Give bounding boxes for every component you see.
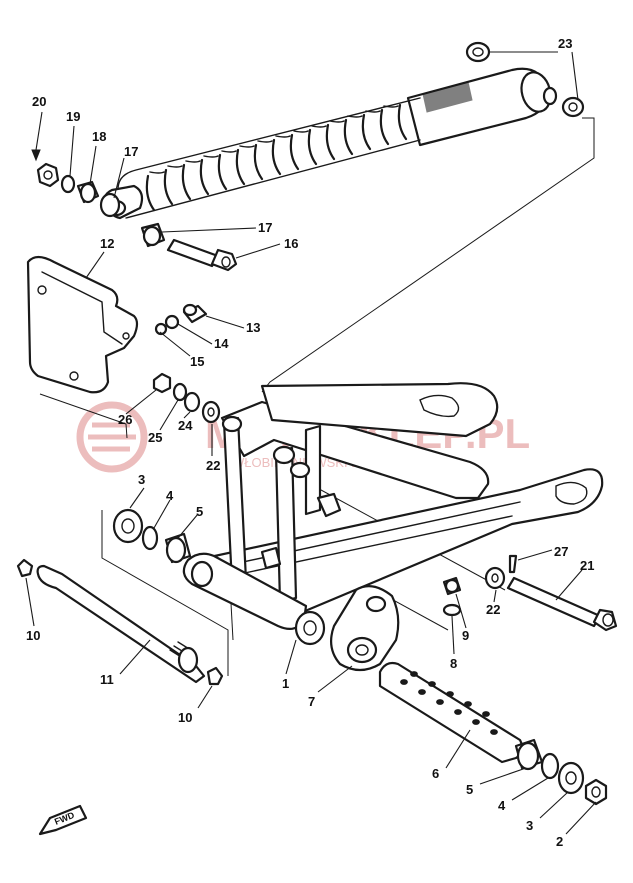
callout-7: 7 — [308, 694, 315, 709]
washer-4-right — [540, 752, 560, 780]
bushing-5-left — [164, 532, 192, 564]
callout-20: 20 — [32, 94, 46, 109]
washer-14 — [164, 314, 180, 330]
upper-washer — [542, 86, 558, 106]
washer-19 — [60, 174, 76, 194]
bolt-16 — [166, 238, 238, 272]
collar-24 — [183, 391, 201, 413]
callout-21: 21 — [580, 558, 594, 573]
callout-16: 16 — [284, 236, 298, 251]
callout-24: 24 — [178, 418, 193, 433]
callout-27: 27 — [554, 544, 568, 559]
nut-20 — [36, 162, 60, 188]
bushing-17-upper — [99, 192, 121, 218]
callout-15: 15 — [190, 354, 204, 369]
callout-1: 1 — [282, 676, 289, 691]
callout-13: 13 — [246, 320, 260, 335]
callout-10-left: 10 — [26, 628, 40, 643]
collar-tube-6 — [378, 661, 524, 764]
callout-26: 26 — [118, 412, 132, 427]
callout-3-right: 3 — [526, 818, 533, 833]
callout-19: 19 — [66, 109, 80, 124]
washer-25 — [172, 382, 188, 402]
callout-6: 6 — [432, 766, 439, 781]
callout-12: 12 — [100, 236, 114, 251]
upper-bushing-23b — [561, 96, 585, 118]
nut-26 — [152, 372, 172, 394]
callout-labels: 23 20 19 18 17 17 16 12 13 14 15 26 25 2… — [26, 36, 594, 849]
nut-2 — [584, 778, 608, 806]
grease-fitting-10-right — [206, 666, 224, 686]
washer-15 — [154, 322, 168, 336]
cover-12 — [26, 255, 139, 394]
callout-5-left: 5 — [196, 504, 203, 519]
callout-10-right: 10 — [178, 710, 192, 725]
callout-4-right: 4 — [498, 798, 506, 813]
pivot-shaft-11 — [36, 564, 206, 684]
callout-5-right: 5 — [466, 782, 473, 797]
right-strut — [304, 424, 322, 516]
callout-17-lower: 17 — [258, 220, 272, 235]
grease-fitting-10-left — [16, 558, 34, 578]
bolt-21 — [506, 576, 618, 632]
callout-9: 9 — [462, 628, 469, 643]
rear-shock-absorber — [103, 67, 552, 220]
seal-3-left — [112, 508, 144, 544]
callout-22-left: 22 — [206, 458, 220, 473]
washer-8 — [442, 603, 462, 617]
collar-18 — [76, 180, 100, 204]
callout-14: 14 — [214, 336, 229, 351]
watermark-logo — [76, 401, 148, 473]
washer-22-left — [201, 400, 221, 424]
shock-label-decal — [422, 81, 473, 113]
washer-4-left — [141, 525, 159, 551]
bushing-5-right — [514, 738, 544, 771]
bushing-17-lower — [140, 222, 166, 248]
callout-11: 11 — [100, 672, 114, 687]
callout-2: 2 — [556, 834, 563, 849]
callout-4-left: 4 — [166, 488, 174, 503]
upper-bushing-23a — [465, 41, 491, 63]
callout-8: 8 — [450, 656, 457, 671]
rear-swingarm — [182, 382, 604, 672]
upper-brace — [220, 400, 490, 500]
bolt-13 — [182, 303, 208, 324]
callout-22-right: 22 — [486, 602, 500, 617]
forward-direction-marker: FWD — [38, 804, 88, 836]
shock-spring — [117, 97, 421, 219]
callout-17-upper: 17 — [124, 144, 138, 159]
washer-22-right — [484, 566, 506, 590]
pin-27 — [508, 554, 518, 574]
seal-3-right — [557, 761, 585, 795]
leader-lines — [25, 51, 597, 835]
callout-23: 23 — [558, 36, 572, 51]
callout-18: 18 — [92, 129, 106, 144]
callout-25: 25 — [148, 430, 162, 445]
bolt-9 — [442, 576, 462, 596]
upper-arm-right — [260, 382, 499, 438]
callout-3-left: 3 — [138, 472, 145, 487]
